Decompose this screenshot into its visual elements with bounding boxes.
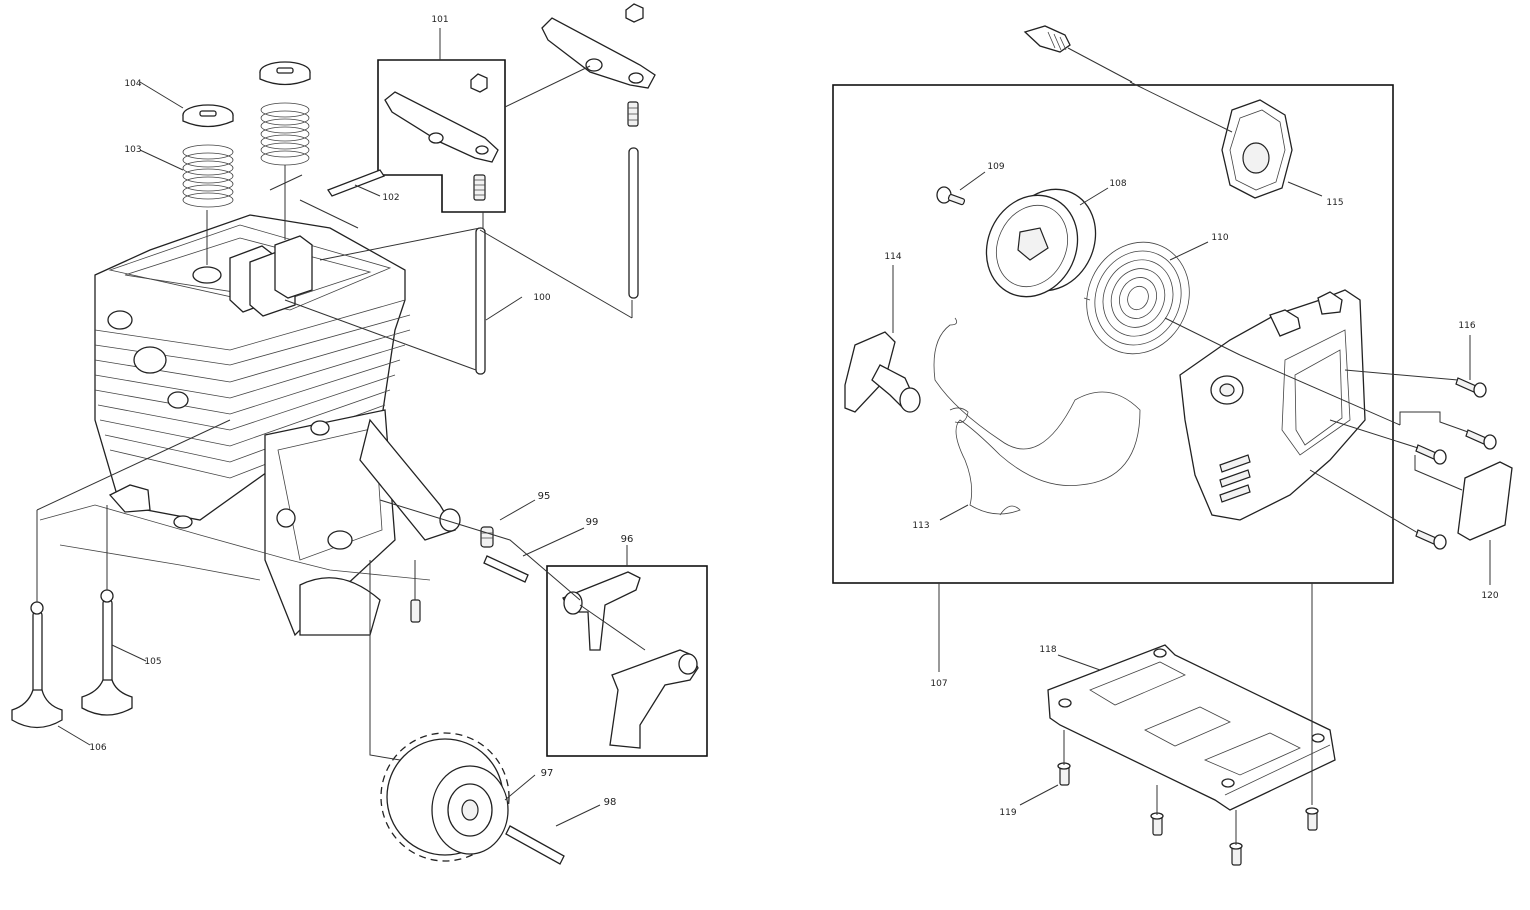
part-98-gear-shaft	[505, 825, 565, 865]
label-108: 108	[1109, 179, 1126, 189]
part-109-screw: 109	[936, 162, 1005, 206]
cylinder-head-assembly	[39, 214, 461, 637]
part-105-intake-valve	[81, 589, 133, 716]
label-99: 99	[586, 517, 599, 528]
label-118: 118	[1039, 645, 1056, 655]
left-leader-lines	[36, 28, 646, 827]
label-100: 100	[533, 293, 550, 303]
part-96-cam-follower-kit	[546, 565, 708, 757]
part-120-cover-plate: 120	[1457, 461, 1513, 601]
label-96: 96	[621, 534, 634, 545]
label-109: 109	[987, 162, 1004, 172]
part-115-starter-cup: 115	[1129, 81, 1344, 208]
part-116-bolts: 116	[1309, 321, 1497, 550]
part-97-cam-gear	[380, 732, 510, 862]
rocker-arm-upper	[541, 3, 656, 127]
label-110: 110	[1211, 233, 1228, 243]
label-103: 103	[124, 145, 141, 155]
part-106-exhaust-valve	[11, 601, 63, 729]
part-114-starter-handle: 114	[844, 252, 921, 413]
part-107-recoil-starter-box: 107	[832, 84, 1394, 689]
label-113: 113	[912, 521, 929, 531]
part-104-valve-cap	[182, 104, 234, 128]
small-screw-crankcase	[410, 599, 421, 623]
part-100-push-rods	[475, 147, 639, 375]
label-98: 98	[604, 797, 617, 808]
label-105: 105	[144, 657, 161, 667]
label-115: 115	[1326, 198, 1343, 208]
starter-mounting-bolt	[1023, 25, 1133, 83]
label-120: 120	[1481, 591, 1498, 601]
left-part-labels: 101 104 103 102 100 95 99 96 97 98 105 1…	[89, 15, 633, 808]
second-valve-cap-and-spring	[259, 61, 311, 166]
part-108-rope-pulley: 108	[985, 179, 1127, 298]
label-95: 95	[538, 491, 551, 502]
starter-housing	[1164, 289, 1401, 521]
label-102: 102	[382, 193, 399, 203]
label-106: 106	[89, 743, 106, 753]
label-104: 104	[124, 79, 141, 89]
label-107: 107	[930, 679, 947, 689]
part-99-pin	[483, 555, 529, 583]
part-103-valve-spring	[182, 144, 234, 208]
label-116: 116	[1458, 321, 1475, 331]
part-118-base-frame: 118	[1039, 583, 1336, 811]
label-97: 97	[541, 768, 554, 779]
label-101: 101	[431, 15, 448, 25]
part-95-tappet	[480, 526, 494, 548]
part-101-rocker-arm-kit	[377, 59, 506, 213]
label-114: 114	[884, 252, 901, 262]
part-113-starter-rope: 113	[912, 317, 1141, 531]
part-110-recoil-spring: 110	[1083, 233, 1229, 355]
part-119-screws: 119	[999, 730, 1319, 866]
label-119: 119	[999, 808, 1016, 818]
part-102-rocker-shaft	[327, 169, 385, 197]
